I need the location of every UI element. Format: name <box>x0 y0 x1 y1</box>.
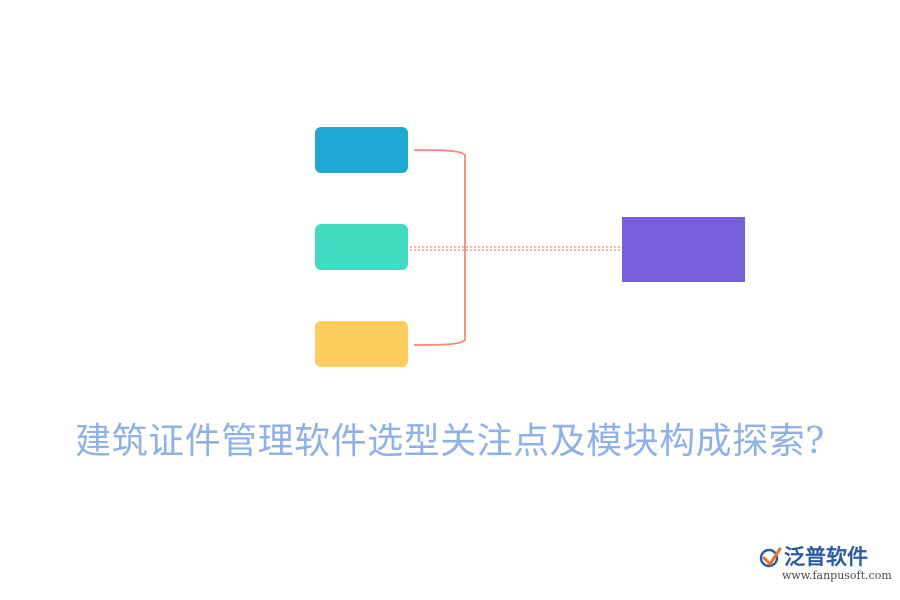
logo-url: www.fanpusoft.com <box>782 569 892 582</box>
logo-mark-icon <box>759 547 782 568</box>
logo-name: 泛普软件 <box>784 545 868 569</box>
brand-logo: 泛普软件 www.fanpusoft.com <box>758 542 892 586</box>
node-top <box>315 127 408 173</box>
node-right <box>622 217 745 282</box>
node-bottom <box>315 321 408 367</box>
diagram-title: 建筑证件管理软件选型关注点及模块构成探索? <box>75 421 825 462</box>
connector-bracket <box>413 149 466 346</box>
node-middle <box>315 224 408 270</box>
